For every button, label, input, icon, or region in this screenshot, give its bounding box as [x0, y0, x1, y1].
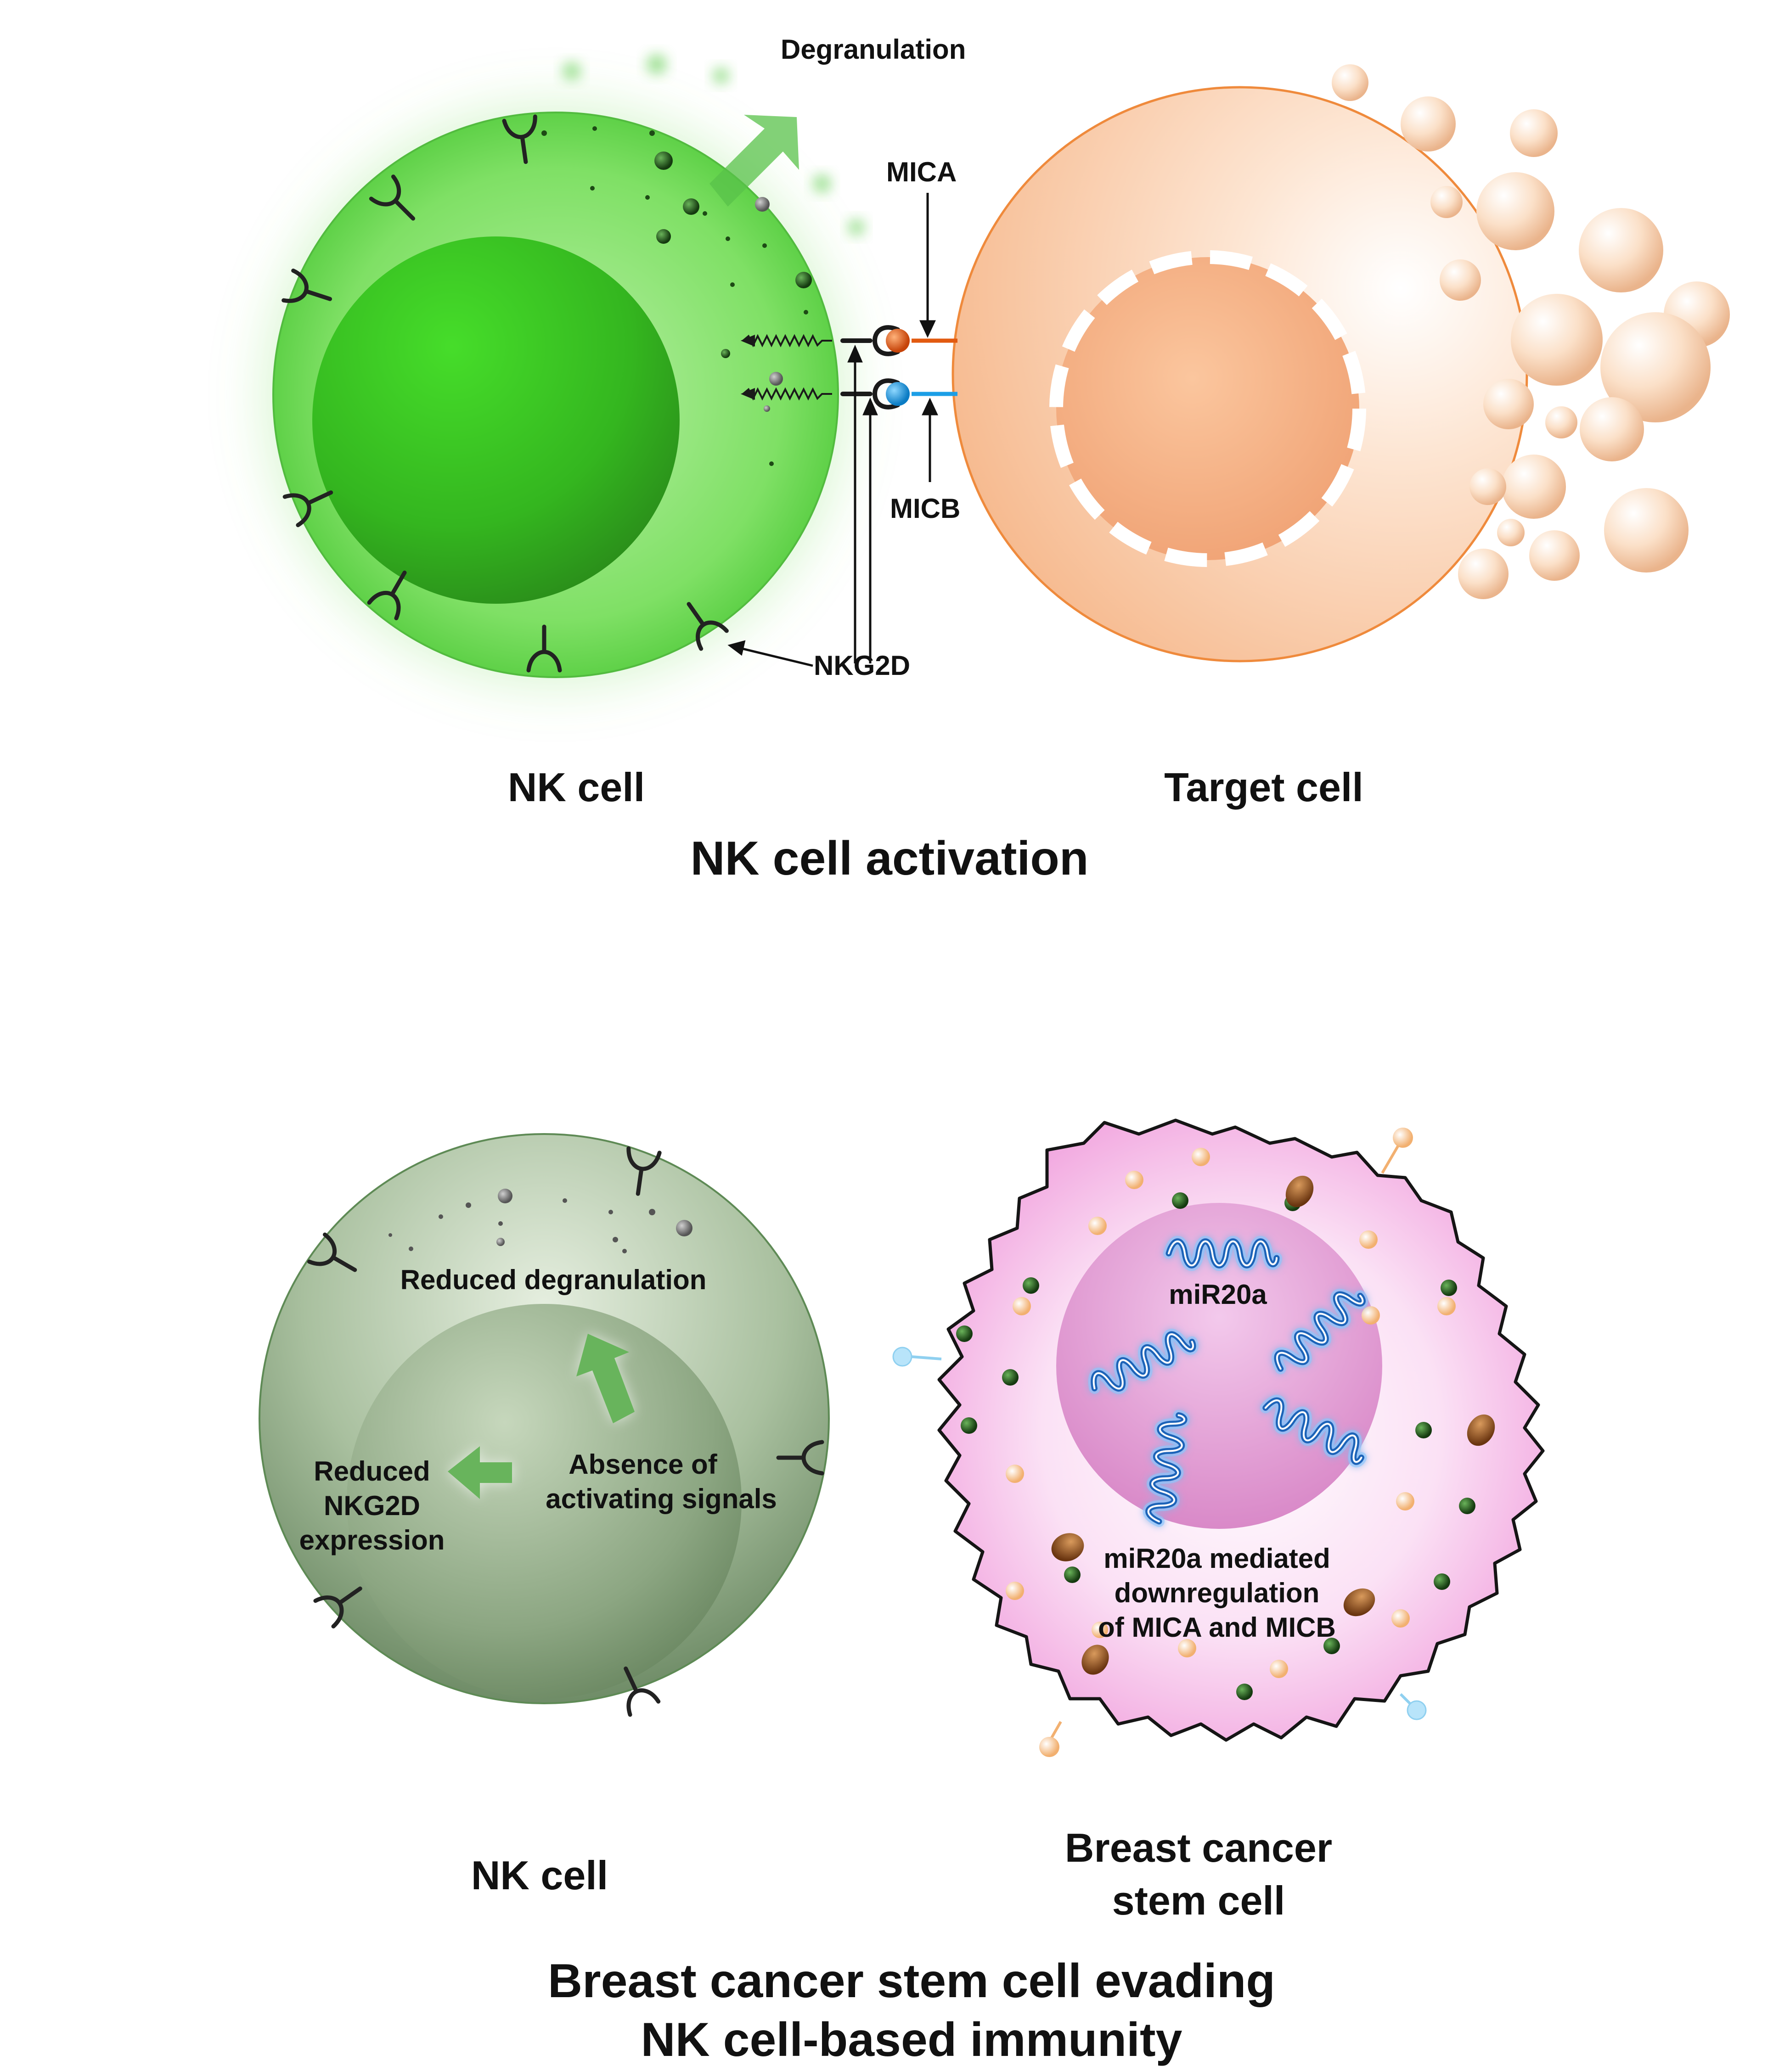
mir20a-mediated-label-line2: downregulation — [1115, 1578, 1320, 1608]
mir20a-label: miR20a — [1169, 1279, 1267, 1310]
target-cell — [951, 64, 1730, 663]
granule-icon — [956, 1148, 1495, 1700]
nk-cell-label-bottom: NK cell — [471, 1853, 608, 1898]
nk-cell-inactive — [259, 1133, 830, 1715]
nkg2d-label: NKG2D — [814, 650, 910, 681]
reduced-nkg2d-label-line1: Reduced — [314, 1456, 430, 1487]
bottom-panel: Reduced degranulation Absence of activat… — [259, 1118, 1545, 2066]
target-cell-label: Target cell — [1164, 764, 1363, 810]
left-arrow-icon — [448, 1446, 512, 1499]
granule-icon — [388, 1189, 692, 1253]
panel-title-top: NK cell activation — [691, 832, 1089, 885]
granule-icon — [541, 54, 865, 466]
mica-label: MICA — [886, 157, 957, 187]
cancer-cell-nucleus — [1056, 1203, 1382, 1529]
arrow-up-right-icon — [709, 115, 799, 207]
target-cell-nucleus — [1049, 250, 1366, 567]
micb-label: MICB — [890, 493, 960, 524]
mica-ligand — [886, 329, 957, 353]
label-pointers — [727, 193, 938, 667]
mir20a-mediated-label-line1: miR20a mediated — [1103, 1543, 1330, 1574]
reduced-nkg2d-label-line3: expression — [299, 1525, 445, 1555]
micb-ligand — [886, 382, 957, 406]
nk-cell-active — [234, 54, 957, 716]
bleb-icon — [1332, 64, 1730, 599]
nk-cell-nucleus — [312, 236, 680, 604]
absence-signals-label-line1: Absence of — [569, 1449, 717, 1480]
mir20a-mediated-label-line3: of MICA and MICB — [1098, 1612, 1336, 1643]
panel-title-bottom-line2: NK cell-based immunity — [641, 2013, 1182, 2066]
intracellular-signal — [740, 334, 832, 401]
reduced-degranulation-label: Reduced degranulation — [400, 1264, 707, 1295]
nkg2d-synapse-receptor — [840, 325, 900, 410]
nk-cell-nucleus-inactive — [347, 1304, 742, 1699]
degranulation-label: Degranulation — [781, 34, 966, 65]
upward-arrow-icon — [576, 1334, 635, 1423]
reduced-nkg2d-label-line2: NKG2D — [324, 1490, 420, 1521]
ligand-remnant — [892, 1128, 1427, 1757]
panel-title-bottom-line1: Breast cancer stem cell evading — [548, 1954, 1275, 2008]
top-panel: Degranulation MICA MICB NKG2D NK cell Ta… — [234, 34, 1730, 885]
nk-cell-label-top: NK cell — [508, 764, 645, 810]
breast-cancer-stem-cell — [892, 1118, 1545, 1757]
absence-signals-label-line2: activating signals — [546, 1483, 777, 1514]
bcsc-label-line1: Breast cancer — [1065, 1825, 1332, 1870]
bcsc-label-line2: stem cell — [1112, 1878, 1285, 1923]
